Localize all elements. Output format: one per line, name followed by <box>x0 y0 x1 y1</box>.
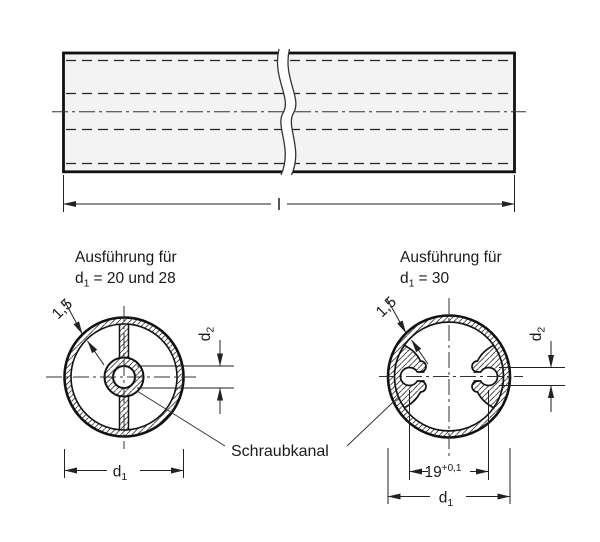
tube-side-view: l <box>52 48 526 214</box>
section-right-distance-label: 19+0,1 <box>425 463 462 481</box>
tube-hidden-lines <box>66 59 512 165</box>
schraubkanal-leader-right <box>346 397 399 447</box>
section-left-wall-label: 1,5 <box>49 296 76 323</box>
section-right-d1-label: d1 <box>439 490 454 510</box>
section-right-wall-label: 1,5 <box>373 294 400 321</box>
schraubkanal-leader-left <box>136 390 226 447</box>
schraubkanal-label: Schraubkanal <box>231 443 329 460</box>
section-left-d1-label: d1 <box>113 464 128 484</box>
section-left: Ausführung für d1= 20 und 28 1,5 <box>46 249 234 483</box>
section-left-d1-dimension <box>64 449 184 478</box>
section-right-d1-dimension <box>387 448 511 504</box>
section-left-centerlines <box>46 306 196 449</box>
break-symbol <box>276 48 297 176</box>
section-left-title-line2: d1= 20 und 28 <box>75 270 176 290</box>
length-dimension-label: l <box>277 195 281 214</box>
section-left-title-line1: Ausführung für <box>75 249 177 266</box>
section-right-d2-label: d2 <box>528 327 548 342</box>
section-right-title-line2: d1= 30 <box>400 270 449 290</box>
section-left-boss-hatch <box>104 357 144 397</box>
section-left-d2-label: d2 <box>197 327 217 342</box>
section-right-title-line1: Ausführung für <box>400 249 502 266</box>
section-right-inner-circle <box>403 321 495 432</box>
section-right-distance-dimension <box>409 390 489 480</box>
section-right-d2-dimension <box>499 341 565 412</box>
schraubkanal-callout: Schraubkanal <box>136 390 399 460</box>
length-dimension <box>63 175 515 212</box>
section-right-centerlines <box>379 298 523 456</box>
section-left-d2-dimension <box>137 340 234 414</box>
section-right: Ausführung für d1= 30 1,5 <box>373 249 565 509</box>
